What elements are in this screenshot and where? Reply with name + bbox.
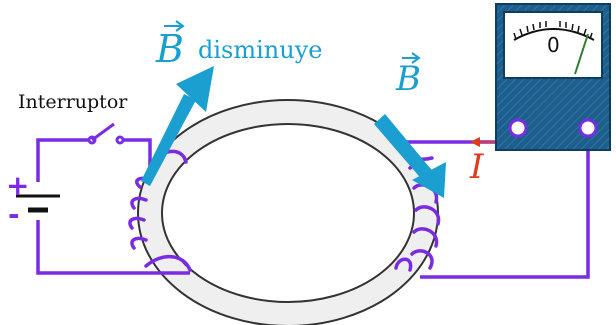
meter-needle	[574, 33, 589, 75]
switch[interactable]	[87, 122, 125, 145]
meter-zero-label: 0	[547, 33, 560, 57]
left-coil	[128, 149, 192, 272]
left-circuit-wires	[36, 138, 190, 275]
current-label: I	[469, 147, 484, 187]
toroid-ring	[137, 99, 439, 325]
meter-terminal-left	[508, 118, 528, 138]
b-right-vector-hat	[402, 52, 421, 64]
battery-plus-label: +	[6, 169, 29, 202]
b-arrow-left	[141, 66, 214, 186]
galvanometer: 0	[495, 3, 611, 151]
switch-label: Interruptor	[18, 91, 128, 113]
b-left-symbol: B	[155, 27, 184, 71]
meter-terminal-right	[578, 118, 598, 138]
b-right-symbol: B	[395, 59, 421, 99]
b-arrow-right	[374, 114, 446, 198]
battery	[16, 194, 60, 213]
b-left-vector-hat	[164, 20, 185, 32]
battery-minus-label: -	[8, 198, 20, 231]
b-left-description: disminuye	[198, 36, 322, 64]
meter-scale	[513, 28, 595, 41]
